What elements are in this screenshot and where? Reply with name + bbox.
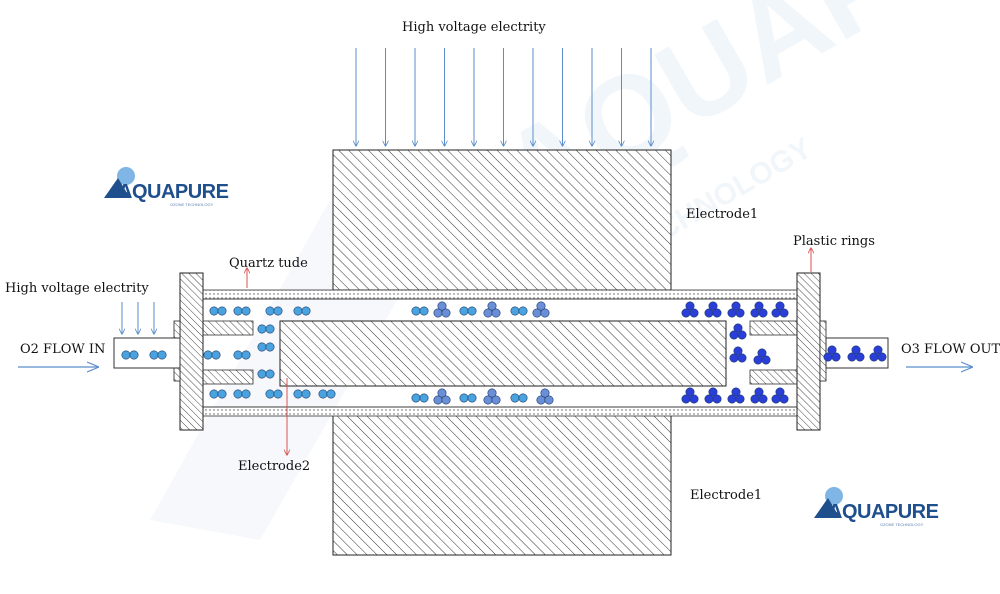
aquapure-logo-right: AQUAPURE OZONE TECHNOLOGY (814, 487, 939, 527)
label-electrode1-bottom: Electrode1 (690, 488, 762, 503)
aquapure-logo-left: AQUAPURE OZONE TECHNOLOGY (104, 167, 229, 207)
plastic-ring-left (179, 272, 204, 431)
high-voltage-arrows-top (356, 48, 651, 146)
label-quartz-tube: Quartz tude (229, 256, 308, 271)
high-voltage-arrows-left (122, 302, 154, 334)
electrode1-lower (332, 414, 672, 556)
logo-peak-icon (104, 178, 130, 198)
logo-tagline: OZONE TECHNOLOGY (880, 522, 924, 527)
electrode1-upper (332, 149, 672, 291)
logo-drop-icon (117, 167, 135, 185)
spacer-right-top (749, 320, 798, 336)
label-electrode2: Electrode2 (238, 459, 310, 474)
flange-right (819, 320, 827, 382)
logo-tagline: OZONE TECHNOLOGY (170, 202, 214, 207)
plastic-ring-right (796, 272, 821, 431)
electrode2-inner (279, 320, 727, 387)
spacer-right-bottom (749, 369, 798, 385)
spacer-left-bottom (202, 369, 254, 385)
logo-name: AQUAPURE (828, 501, 939, 523)
label-o2-flow-in: O2 FLOW IN (20, 342, 105, 357)
label-plastic-rings: Plastic rings (793, 234, 875, 249)
logo-name: AQUAPURE (118, 181, 229, 203)
molecules (121, 301, 887, 405)
logo-peak-icon (814, 498, 840, 518)
spacer-left-top (202, 320, 254, 336)
label-high-voltage-left: High voltage electrity (5, 281, 149, 296)
label-o3-flow-out: O3 FLOW OUT (901, 342, 1000, 357)
label-high-voltage-top: High voltage electrity (402, 20, 546, 35)
label-electrode1-top: Electrode1 (686, 207, 758, 222)
